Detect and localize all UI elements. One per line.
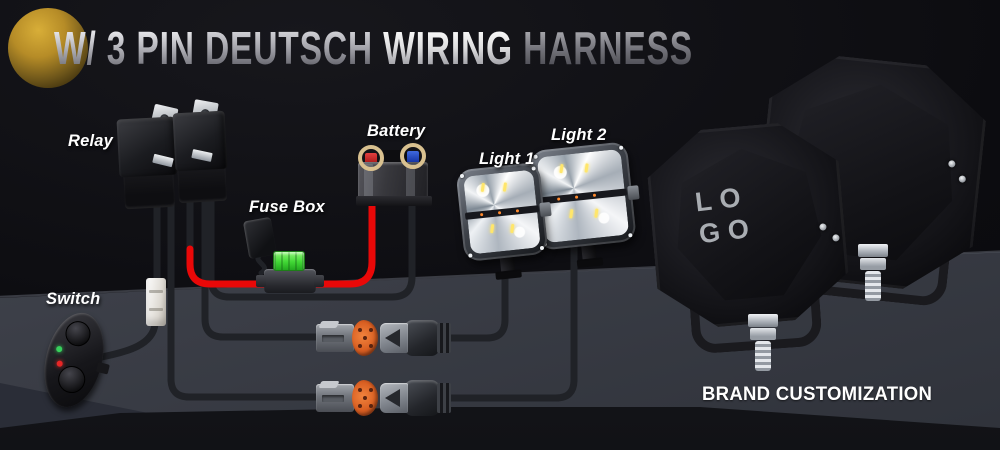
wire-relay-to-deutsch2 (167, 194, 322, 401)
title-part-4: HARNESS (512, 22, 693, 74)
bezel-screw (539, 245, 545, 251)
fuse-holder-nub (256, 275, 266, 287)
deutsch-male-tip (380, 383, 408, 413)
deutsch-male-tip (380, 323, 408, 353)
deutsch-orange-seal (352, 320, 378, 356)
fuse-holder (256, 269, 324, 293)
deutsch-male-recess (385, 329, 400, 347)
housing-screw (819, 223, 827, 231)
pod-light-1-side-bolt (539, 202, 552, 218)
deutsch-male-body (404, 320, 440, 356)
deutsch-male-recess (385, 389, 400, 407)
deutsch-male-connector-1 (380, 320, 452, 356)
title-part-3: WIRING (372, 22, 513, 74)
fuse-holder-nub (314, 275, 324, 287)
bezel-screw (628, 233, 633, 238)
page-title: W/ 3 PIN DEUTSCH WIRING HARNESS (54, 22, 693, 75)
light2-label: Light 2 (551, 126, 607, 144)
led-chip (489, 224, 494, 234)
wire-deutsch2-to-light2 (442, 238, 578, 402)
fuse-green (273, 251, 305, 271)
connector-groove (149, 290, 163, 293)
hex-nut (750, 328, 776, 340)
amber-marker-lights (556, 197, 560, 201)
deutsch-orange-seal (352, 380, 378, 416)
deutsch-pin-holes (363, 336, 367, 340)
deutsch-latch-slot (322, 335, 344, 342)
housing-screw (832, 234, 840, 242)
battery (356, 143, 434, 208)
battery-post-strip (406, 164, 415, 200)
amber-marker-lights (479, 213, 484, 217)
brand-customization-caption: BRAND CUSTOMIZATION (702, 383, 933, 405)
battery-label: Battery (367, 122, 426, 140)
led-chip (480, 182, 485, 192)
fuse-box-label: Fuse Box (249, 198, 325, 216)
hex-nut (748, 314, 778, 327)
deutsch-female-connector-2 (316, 380, 378, 416)
wire-connector-to-switch (92, 320, 159, 362)
deutsch-male-connector-2 (380, 380, 452, 416)
pod-light-2-side-bolt (627, 185, 640, 201)
deutsch-female-body (316, 381, 354, 412)
terminal-ring-positive (358, 145, 384, 171)
pod-light-1 (455, 161, 552, 280)
deutsch-latch-wedge (318, 321, 340, 328)
relay-label: Relay (68, 132, 114, 150)
relay-body-right (172, 110, 228, 172)
wire-relay-to-deutsch1 (201, 194, 322, 341)
gold-sphere-decoration (8, 8, 88, 88)
light1-label: Light 1 (479, 150, 535, 168)
hex-nut (858, 244, 888, 257)
terminal-ring-negative (400, 143, 426, 169)
deutsch-male-body (404, 380, 440, 416)
wire-deutsch1-to-light1 (442, 246, 509, 342)
title-part-1: W/ 3 PIN (54, 22, 195, 74)
threaded-stud (865, 271, 881, 301)
relay-body-left (116, 116, 178, 178)
connector-groove (149, 308, 163, 311)
deutsch-pin-holes (363, 396, 367, 400)
deutsch-latch-wedge (318, 381, 340, 388)
threaded-stud (755, 341, 771, 371)
inline-white-connector (146, 278, 166, 326)
switch-label: Switch (46, 290, 101, 308)
deutsch-latch-slot (322, 395, 344, 402)
battery-tray (356, 196, 432, 206)
title-part-2: DEUTSCH (194, 22, 373, 74)
hex-nut (860, 258, 886, 270)
deutsch-female-body (316, 321, 354, 352)
deutsch-female-connector-1 (316, 320, 378, 356)
deutsch-strain-relief (437, 383, 451, 413)
battery-post-strip (364, 164, 373, 200)
housing-screw (958, 175, 966, 183)
custom-logo-text: LO GO (693, 181, 758, 251)
deutsch-strain-relief (437, 323, 451, 353)
housing-screw (948, 160, 956, 168)
